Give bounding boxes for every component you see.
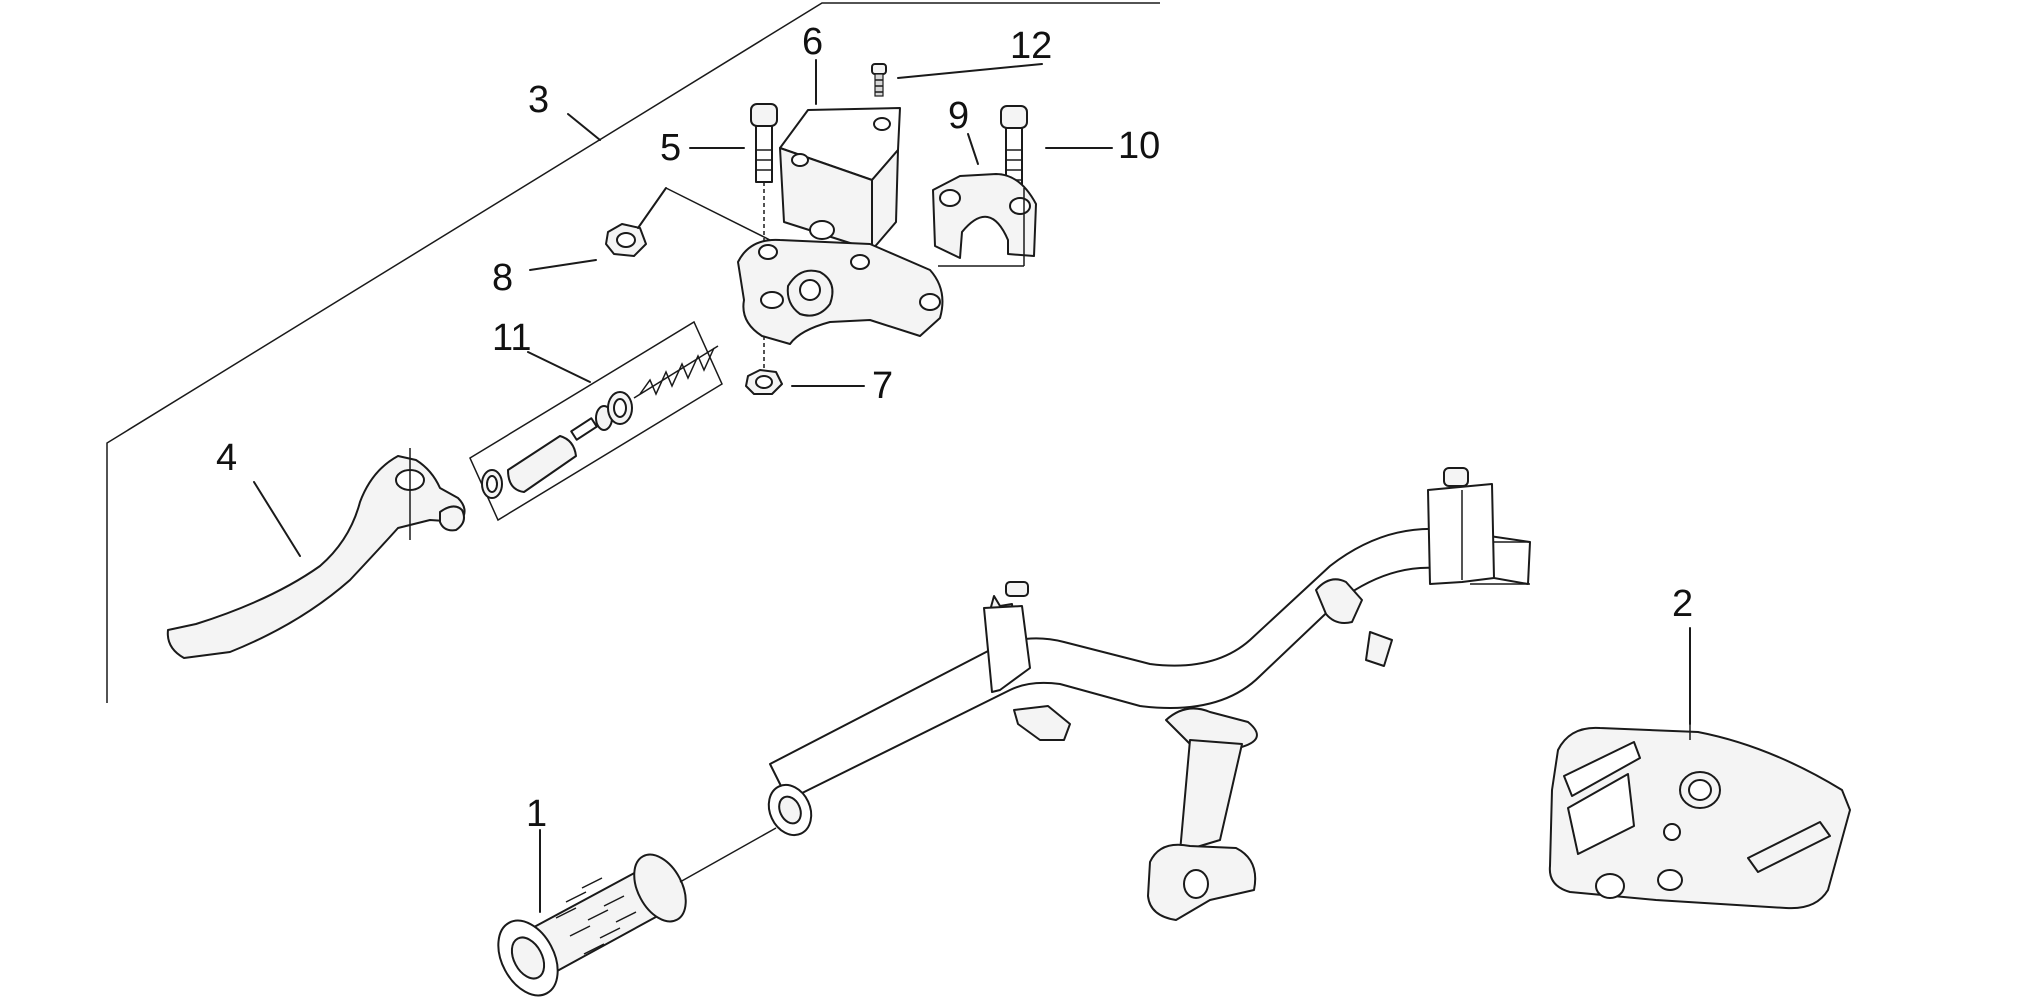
leader-lines bbox=[253, 59, 1691, 913]
part-3-bracket bbox=[737, 238, 944, 345]
callout-labels: 1 2 3 4 5 6 7 8 9 10 11 12 bbox=[216, 21, 1693, 835]
callout-8: 8 bbox=[492, 257, 513, 299]
handlebar-frame bbox=[767, 467, 1531, 921]
callout-7: 7 bbox=[872, 365, 893, 407]
part-8-nut bbox=[605, 223, 647, 257]
part-11-piston-kit bbox=[469, 320, 723, 522]
callout-12: 12 bbox=[1010, 25, 1052, 67]
callout-6: 6 bbox=[802, 21, 823, 63]
callout-3: 3 bbox=[528, 79, 549, 121]
part-2-switch-housing bbox=[1548, 726, 1851, 910]
callout-10: 10 bbox=[1118, 125, 1160, 167]
part-1-grip bbox=[497, 853, 687, 997]
callout-5: 5 bbox=[660, 127, 681, 169]
part-6-master-cylinder bbox=[779, 107, 901, 251]
callout-1: 1 bbox=[526, 793, 547, 835]
assembly-group-frame bbox=[106, 2, 1160, 703]
part-4-brake-lever bbox=[166, 448, 466, 659]
part-7-nut bbox=[745, 369, 783, 395]
callout-2: 2 bbox=[1672, 583, 1693, 625]
callout-4: 4 bbox=[216, 437, 237, 479]
callout-11: 11 bbox=[492, 317, 531, 359]
part-12-screw bbox=[871, 63, 887, 97]
callout-9: 9 bbox=[948, 95, 969, 137]
part-9-clamp bbox=[932, 173, 1037, 259]
